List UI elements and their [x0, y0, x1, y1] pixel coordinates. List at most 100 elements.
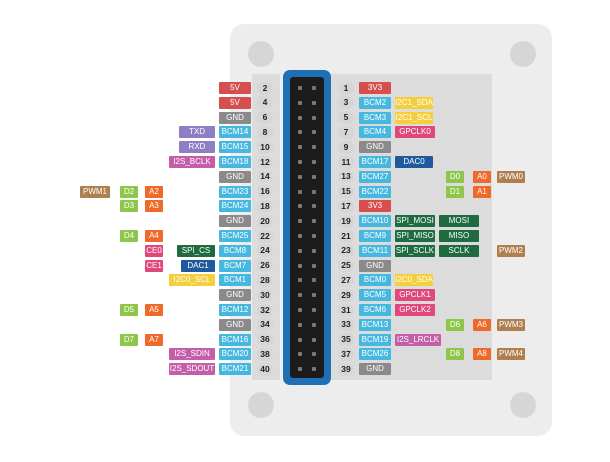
- header-pin-19: [298, 219, 302, 224]
- pin-number-9: 9: [338, 140, 354, 154]
- pin-31-bcm-label: BCM6: [359, 304, 391, 316]
- pin-number-37: 37: [338, 347, 354, 361]
- header-pin-14: [312, 174, 316, 179]
- pin-19-spi-label: SPI_MOSI: [395, 215, 435, 228]
- pin-27-i2c-label: I2C0_SDA: [395, 274, 433, 287]
- pin-7-gpclk-label: GPCLK0: [395, 126, 435, 139]
- pin-7-bcm-label: BCM4: [359, 126, 391, 139]
- pin-36-adc-label: A7: [145, 333, 163, 346]
- pin-16-adc-label: A2: [145, 185, 163, 198]
- pin-23-spi-label: SCLK: [439, 244, 479, 257]
- pin-23-spi-label: SPI_SCLK: [395, 244, 435, 257]
- pin-16-digital-label: D2: [120, 185, 138, 198]
- mount-hole-top-left: [248, 41, 274, 67]
- header-pin-29: [298, 293, 302, 298]
- header-pin-31: [298, 308, 302, 312]
- pin-24-spi-label: SPI_CS: [177, 244, 215, 257]
- header-pin-5: [298, 115, 302, 120]
- pin-number-20: 20: [257, 214, 273, 228]
- pin-13-pwm-label: PWM0: [497, 170, 525, 183]
- pin-number-40: 40: [257, 362, 273, 376]
- pin-number-29: 29: [338, 288, 354, 302]
- pin-number-21: 21: [338, 229, 354, 243]
- pin-number-8: 8: [257, 125, 273, 139]
- mount-hole-top-right: [510, 41, 536, 67]
- pin-number-18: 18: [257, 199, 273, 213]
- pin-number-12: 12: [257, 155, 273, 169]
- header-pin-10: [312, 145, 316, 150]
- pin-6-gnd-label: GND: [219, 111, 251, 124]
- pin-number-30: 30: [257, 288, 273, 302]
- pin-18-bcm-label: BCM24: [219, 200, 251, 213]
- pin-33-pwm-label: PWM3: [497, 318, 525, 331]
- pin-number-26: 26: [257, 259, 273, 273]
- pin-10-uart-label: RXD: [179, 141, 215, 154]
- pin-32-bcm-label: BCM12: [219, 304, 251, 316]
- header-pin-26: [312, 263, 316, 268]
- header-pin-25: [298, 263, 302, 268]
- header-pin-13: [298, 174, 302, 179]
- header-pin-35: [298, 337, 302, 342]
- pin-35-i2s-label: I2S_LRCLK: [395, 333, 441, 346]
- pin-25-gnd-label: GND: [359, 259, 391, 272]
- pin-2-power5v-label: 5V: [219, 82, 251, 94]
- header-pin-21: [298, 234, 302, 238]
- pin-number-39: 39: [338, 362, 354, 376]
- pin-32-adc-label: A5: [145, 304, 163, 316]
- header-pin-11: [298, 160, 302, 164]
- pin-13-bcm-label: BCM27: [359, 170, 391, 183]
- pin-20-gnd-label: GND: [219, 215, 251, 228]
- header-pin-2: [312, 86, 316, 90]
- pin-18-digital-label: D3: [120, 200, 138, 213]
- pin-13-digital-label: D0: [446, 170, 464, 183]
- header-pin-18: [312, 204, 316, 209]
- gpio-header-inner: [290, 77, 324, 378]
- pin-3-bcm-label: BCM2: [359, 96, 391, 109]
- header-pin-4: [312, 100, 316, 105]
- pin-5-bcm-label: BCM3: [359, 111, 391, 124]
- pin-22-adc-label: A4: [145, 230, 163, 242]
- header-pin-24: [312, 248, 316, 253]
- pin-15-digital-label: D1: [446, 185, 464, 198]
- pin-22-bcm-label: BCM25: [219, 230, 251, 242]
- pin-26-gpclk-label: CE1: [145, 259, 163, 272]
- pin-4-power5v-label: 5V: [219, 96, 251, 109]
- pin-19-bcm-label: BCM10: [359, 215, 391, 228]
- pin-number-33: 33: [338, 318, 354, 332]
- pin-21-spi-label: SPI_MISO: [395, 230, 435, 242]
- pin-36-digital-label: D7: [120, 333, 138, 346]
- mount-hole-bottom-left: [248, 392, 274, 418]
- header-pin-32: [312, 308, 316, 312]
- pin-number-16: 16: [257, 185, 273, 199]
- pin-number-24: 24: [257, 244, 273, 258]
- header-pin-40: [312, 367, 316, 372]
- header-pin-15: [298, 189, 302, 194]
- pin-34-gnd-label: GND: [219, 318, 251, 331]
- pin-number-11: 11: [338, 155, 354, 169]
- pin-36-bcm-label: BCM16: [219, 333, 251, 346]
- pin-number-1: 1: [338, 81, 354, 95]
- pin-39-gnd-label: GND: [359, 363, 391, 376]
- header-pin-7: [298, 130, 302, 135]
- pin-38-bcm-label: BCM20: [219, 348, 251, 361]
- header-pin-33: [298, 322, 302, 327]
- pin-29-gpclk-label: GPCLK1: [395, 289, 435, 302]
- header-pin-3: [298, 100, 302, 105]
- header-pin-30: [312, 293, 316, 298]
- pin-11-dac-label: DAC0: [395, 156, 433, 168]
- pin-30-gnd-label: GND: [219, 289, 251, 302]
- pin-21-spi-label: MISO: [439, 230, 479, 242]
- pin-number-2: 2: [257, 81, 273, 95]
- header-pin-38: [312, 352, 316, 357]
- pin-3-i2c-label: I2C1_SDA: [395, 96, 433, 109]
- pin-number-6: 6: [257, 111, 273, 125]
- pin-28-bcm-label: BCM1: [219, 274, 251, 287]
- pin-11-bcm-label: BCM17: [359, 156, 391, 168]
- pin-17-power3v3-label: 3V3: [359, 200, 391, 213]
- pin-18-adc-label: A3: [145, 200, 163, 213]
- pin-12-i2s-label: I2S_BCLK: [169, 156, 215, 168]
- pin-40-i2s-label: I2S_SDOUT: [169, 363, 215, 376]
- pin-29-bcm-label: BCM5: [359, 289, 391, 302]
- pin-number-32: 32: [257, 303, 273, 317]
- pin-15-bcm-label: BCM22: [359, 185, 391, 198]
